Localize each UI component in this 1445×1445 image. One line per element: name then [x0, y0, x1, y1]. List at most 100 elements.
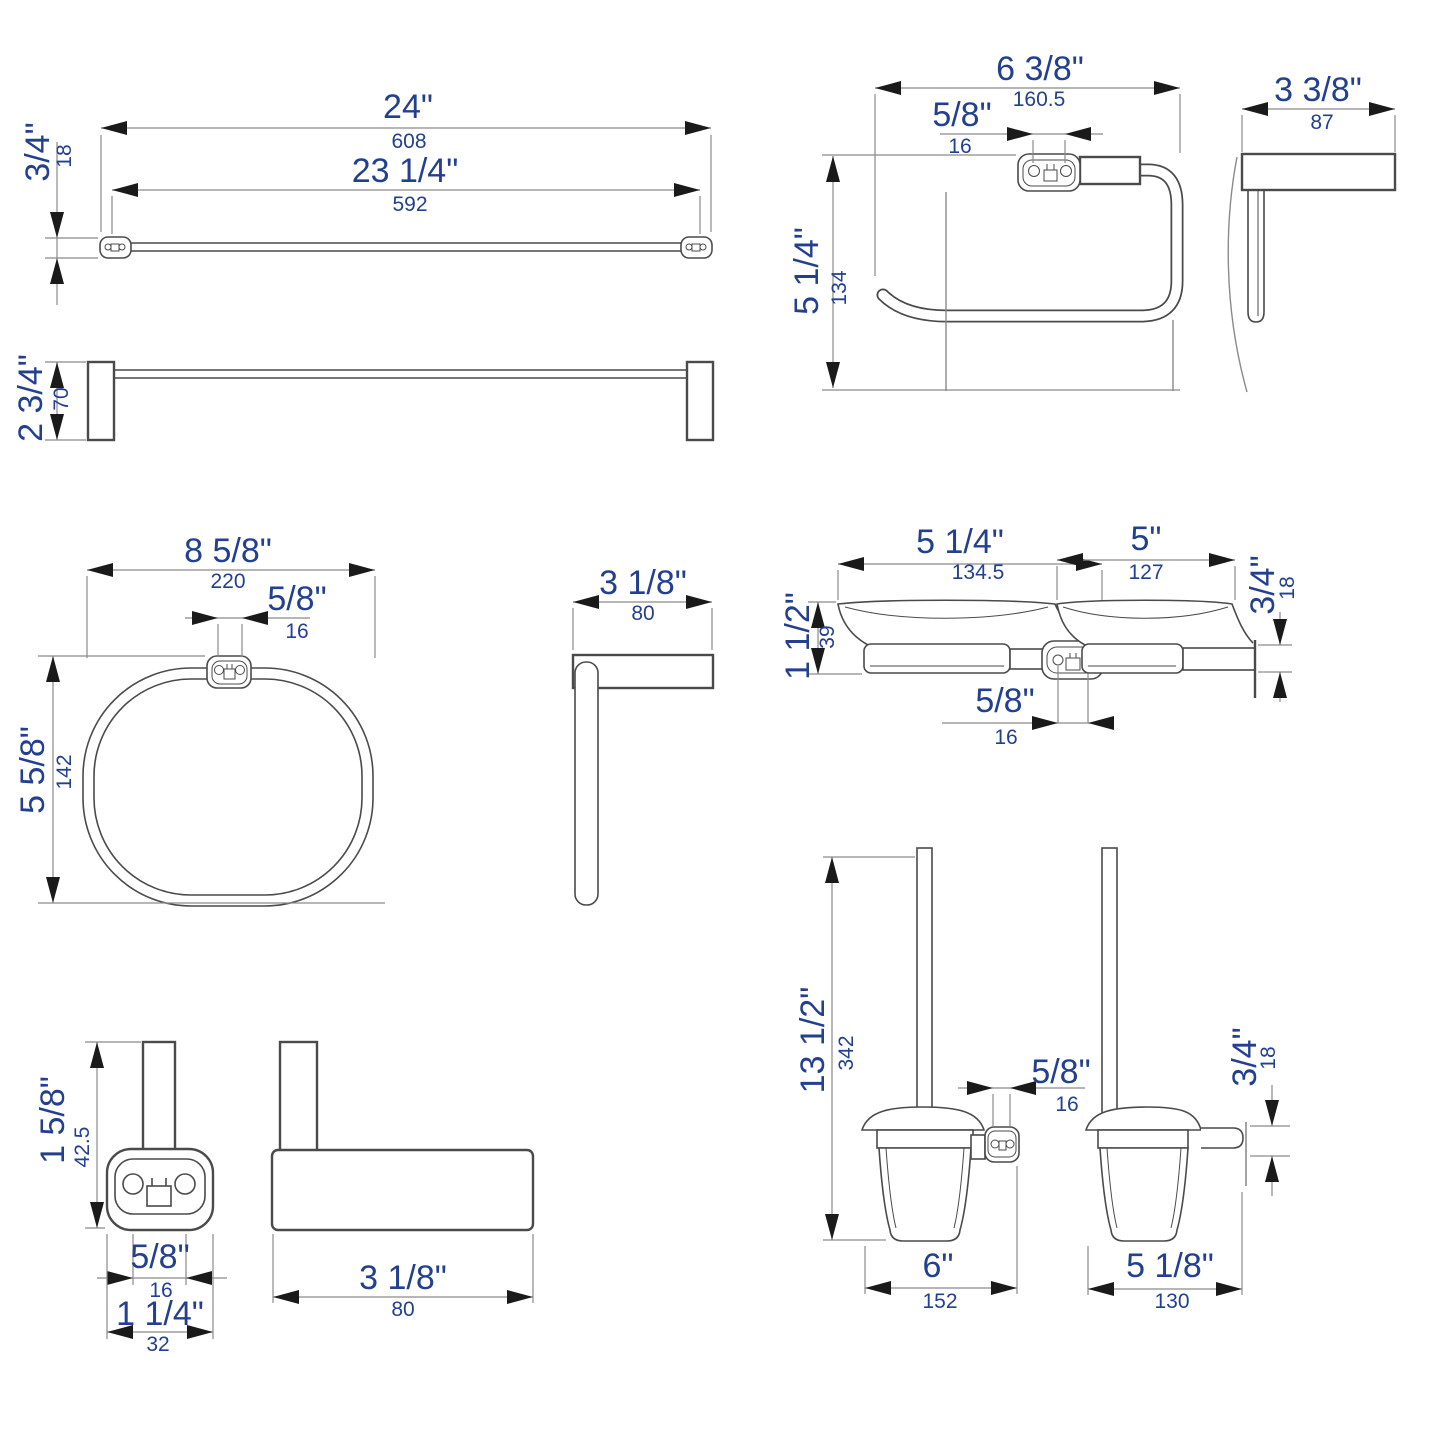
soap-dish-bowl — [837, 599, 1096, 646]
towel-ring-depth-mm: 80 — [631, 602, 654, 625]
dim-robe-hook-depth: 3 1/8" 80 — [272, 1234, 534, 1321]
dim-paper-holder-hole-spacing: 5/8" 16 — [932, 96, 1103, 163]
brush-cup-rim — [876, 1129, 974, 1149]
towel-ring-inner — [93, 678, 363, 896]
towel-bar-width-in: 24" — [383, 88, 433, 126]
brush-cup-depth-mm: 130 — [1154, 1290, 1189, 1313]
towel-ring-side-profile — [574, 661, 599, 906]
soap-dish-depth-mm: 127 — [1128, 561, 1163, 584]
soap-dish-holder — [863, 643, 1011, 674]
soap-dish-side-view: 5" 127 3/4" 18 — [1056, 520, 1299, 702]
dim-soap-dish-depth: 5" 127 — [1056, 520, 1236, 600]
dim-brush-arm-height: 3/4" 18 — [1226, 1027, 1290, 1196]
soap-dish-height-mm: 39 — [816, 625, 839, 648]
towel-ring-height-mm: 142 — [53, 754, 76, 789]
paper-holder-mount-plate — [1017, 153, 1081, 192]
paper-holder-width-mm: 160.5 — [1013, 88, 1066, 111]
brush-hole-spacing-mm: 16 — [1055, 1093, 1078, 1116]
dim-towel-bar-overall-width: 24" 608 — [100, 88, 712, 232]
dim-brush-hole-spacing: 5/8" 16 — [958, 1053, 1091, 1126]
towel-bar-front-view: 24" 608 23 1/4" 592 3/4" 18 — [19, 88, 713, 305]
towel-bar-height-in: 3/4" — [19, 122, 57, 181]
towel-ring-width-mm: 220 — [210, 570, 245, 593]
toilet-brush-front-view: 13 1/2" 342 5/8" 16 6" 152 — [794, 847, 1091, 1313]
brush-mount-plate — [984, 1126, 1020, 1163]
dim-robe-hook-height: 1 5/8" 42.5 — [34, 1041, 141, 1229]
towel-ring-hole-spacing-mm: 16 — [285, 620, 308, 643]
towel-bar-right-post — [685, 360, 715, 442]
towel-bar-side-height-mm: 70 — [50, 387, 73, 410]
robe-hook-mount-plate — [105, 1147, 215, 1232]
paper-holder-hole-spacing-in: 5/8" — [932, 96, 991, 134]
brush-hole-spacing-in: 5/8" — [1031, 1053, 1090, 1091]
towel-ring-mount-plate — [206, 655, 252, 689]
dim-towel-ring-hole-spacing: 5/8" 16 — [185, 580, 327, 657]
brush-width-mm: 152 — [922, 1290, 957, 1313]
towel-bar-left-post — [86, 360, 116, 442]
soap-dish-arm-height-in: 3/4" — [1244, 555, 1282, 614]
soap-dish-width-mm: 134.5 — [952, 561, 1005, 584]
towel-ring-width-in: 8 5/8" — [184, 532, 272, 570]
dim-towel-ring-depth: 3 1/8" 80 — [572, 564, 713, 650]
dim-towel-bar-height: 3/4" 18 — [19, 122, 98, 305]
robe-hook-hole-spacing-mm: 16 — [149, 1279, 172, 1302]
towel-ring-height-in: 5 5/8" — [14, 726, 52, 814]
brush-handle — [916, 847, 933, 1115]
dim-towel-bar-inner-width: 23 1/4" 592 — [111, 152, 701, 234]
robe-hook-width-in: 1 1/4" — [116, 1295, 204, 1333]
brush-cup-depth-in: 5 1/8" — [1126, 1247, 1214, 1285]
paper-holder-height-in: 5 1/4" — [788, 227, 826, 315]
soap-dish-height-in: 1 1/2" — [779, 592, 817, 680]
paper-holder-side-view: 3 3/8" 87 — [1227, 71, 1397, 393]
soap-dish-side-bowl — [1056, 599, 1254, 646]
robe-hook-width-mm: 32 — [146, 1333, 169, 1356]
towel-ring-side-view: 3 1/8" 80 — [571, 564, 715, 906]
soap-dish-front-view: 5 1/4" 134.5 1 1/2" 39 5/8" 16 — [779, 523, 1114, 749]
paper-holder-width-in: 6 3/8" — [996, 50, 1084, 88]
brush-arm-height-mm: 18 — [1257, 1046, 1280, 1069]
towel-bar-left-mount-plate — [99, 236, 132, 259]
dim-brush-cup-depth: 5 1/8" 130 — [1087, 1192, 1243, 1313]
robe-hook-side-view: 3 1/8" 80 — [270, 1040, 535, 1321]
towel-bar-side-view: 2 3/4" 70 — [12, 354, 715, 442]
dim-soap-dish-width: 5 1/4" 134.5 — [837, 523, 1103, 639]
paper-holder-bar-hub — [1078, 155, 1142, 186]
towel-bar-side-height-in: 2 3/4" — [12, 354, 50, 442]
towel-ring-depth-in: 3 1/8" — [599, 564, 687, 602]
dim-brush-height: 13 1/2" 342 — [794, 856, 915, 1241]
brush-side-rim — [1097, 1129, 1189, 1149]
soap-dish-hole-spacing-in: 5/8" — [975, 682, 1034, 720]
robe-hook-hole-spacing-in: 5/8" — [130, 1238, 189, 1276]
dim-paper-holder-width: 6 3/8" 160.5 — [874, 50, 1181, 276]
soap-dish-arm-height-mm: 18 — [1276, 576, 1299, 599]
dim-soap-dish-hole-spacing: 5/8" 16 — [942, 666, 1114, 749]
robe-hook-pin — [141, 1040, 177, 1154]
brush-side-cup — [1099, 1147, 1189, 1242]
dim-towel-ring-height: 5 5/8" 142 — [14, 655, 385, 904]
soap-dish-side-holder — [1081, 643, 1184, 674]
brush-height-mm: 342 — [835, 1035, 858, 1070]
robe-hook-height-mm: 42.5 — [71, 1127, 94, 1168]
soap-dish-width-in: 5 1/4" — [916, 523, 1004, 561]
paper-holder-height-mm: 134 — [828, 270, 851, 305]
soap-dish-hole-spacing-mm: 16 — [994, 726, 1017, 749]
robe-hook-side-pin — [278, 1040, 319, 1154]
brush-side-handle — [1101, 847, 1118, 1115]
brush-side-flange — [1084, 1106, 1203, 1131]
dim-soap-dish-arm-height: 3/4" 18 — [1244, 555, 1299, 702]
soap-dish-arm — [1009, 648, 1045, 670]
brush-cup-body — [878, 1147, 972, 1242]
brush-arm — [970, 1134, 986, 1160]
robe-hook-depth-mm: 80 — [391, 1298, 414, 1321]
towel-ring-front-view: 8 5/8" 220 5/8" 16 5 5/8" 142 — [14, 532, 385, 907]
robe-hook-depth-in: 3 1/8" — [359, 1259, 447, 1297]
dim-robe-hook-width: 1 1/4" 32 — [106, 1234, 214, 1356]
dim-robe-hook-hole-spacing: 5/8" 16 — [97, 1234, 227, 1302]
toilet-brush-side-view: 3/4" 18 5 1/8" 130 — [1084, 847, 1290, 1313]
dim-towel-ring-width: 8 5/8" 220 — [86, 532, 376, 658]
paper-holder-depth-in: 3 3/8" — [1274, 71, 1362, 109]
brush-arm-height-in: 3/4" — [1226, 1027, 1264, 1086]
brush-height-in: 13 1/2" — [794, 987, 832, 1094]
towel-bar-width-mm: 608 — [391, 130, 426, 153]
